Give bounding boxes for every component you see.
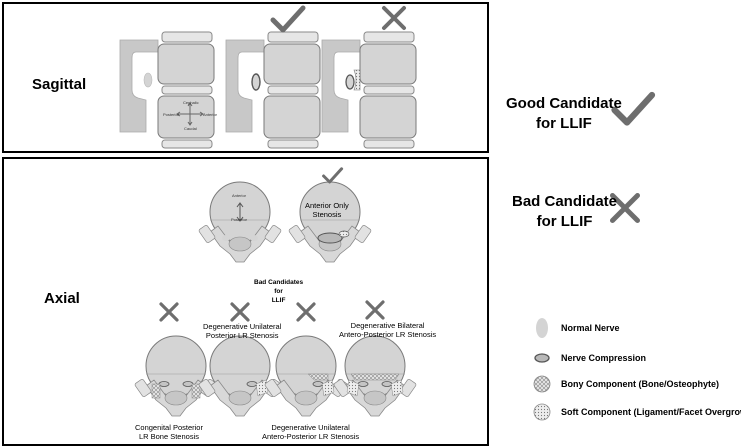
direction-caudal: Caudal xyxy=(184,126,197,131)
check-icon xyxy=(273,8,303,30)
axial-congenital xyxy=(133,335,219,417)
label-deg-bi-ap: Degenerative Bilateral Antero-Posterior … xyxy=(339,321,437,339)
axial-deg-uni-ap xyxy=(263,335,349,417)
axial-deg-uni-post xyxy=(197,335,283,417)
normal-nerve-icon xyxy=(536,318,548,338)
axial-title: Axial xyxy=(44,290,80,307)
nerve-compression-icon xyxy=(534,353,550,363)
legend-bony-component: Bony Component (Bone/Osteophyte) xyxy=(561,379,719,389)
axial-deg-bi-ap xyxy=(332,335,418,417)
axial-panel xyxy=(2,157,489,446)
legend-normal-nerve: Normal Nerve xyxy=(561,323,620,333)
label-deg-uni-post: Degenerative Unilateral Posterior LR Ste… xyxy=(203,322,282,340)
sagittal-segment-normal xyxy=(119,31,215,149)
bad-candidate-label: Bad Candidate for LLIF xyxy=(512,193,618,230)
legend-nerve-compression: Nerve Compression xyxy=(561,353,647,363)
bony-component-icon xyxy=(533,375,551,393)
soft-component-icon xyxy=(533,403,551,421)
direction-cross-icon xyxy=(176,102,204,126)
cross-icon xyxy=(296,302,316,322)
cross-icon xyxy=(365,300,385,320)
sagittal-segment-bad xyxy=(321,31,417,149)
sagittal-panel xyxy=(2,2,489,153)
axial-normal xyxy=(197,181,283,263)
sagittal-segment-good xyxy=(225,31,321,149)
cross-icon xyxy=(230,302,250,322)
axial-direction-posterior: Posterior xyxy=(231,217,248,222)
sagittal-title: Sagittal xyxy=(32,76,87,93)
anterior-only-label: Anterior Only Stenosis xyxy=(305,201,349,219)
axial-anterior-only xyxy=(287,181,373,263)
bad-candidates-label: Bad Candidates for LLIF xyxy=(254,279,304,304)
good-candidate-label: Good Candidate for LLIF xyxy=(506,95,622,132)
direction-posterior: Posterior xyxy=(163,112,180,117)
legend-soft-component: Soft Component (Ligament/Facet Overgrowt… xyxy=(561,407,741,417)
direction-cephalic: Cephalic xyxy=(183,100,199,105)
cross-icon xyxy=(159,302,179,322)
label-deg-uni-ap: Degenerative Unilateral Antero-Posterior… xyxy=(262,423,360,441)
axial-direction-anterior: Anterior xyxy=(232,193,247,198)
cross-icon xyxy=(382,6,406,30)
check-icon xyxy=(322,167,344,184)
label-congenital: Congenital Posterior LR Bone Stenosis xyxy=(135,423,203,441)
direction-anterior: Anterior xyxy=(203,112,218,117)
